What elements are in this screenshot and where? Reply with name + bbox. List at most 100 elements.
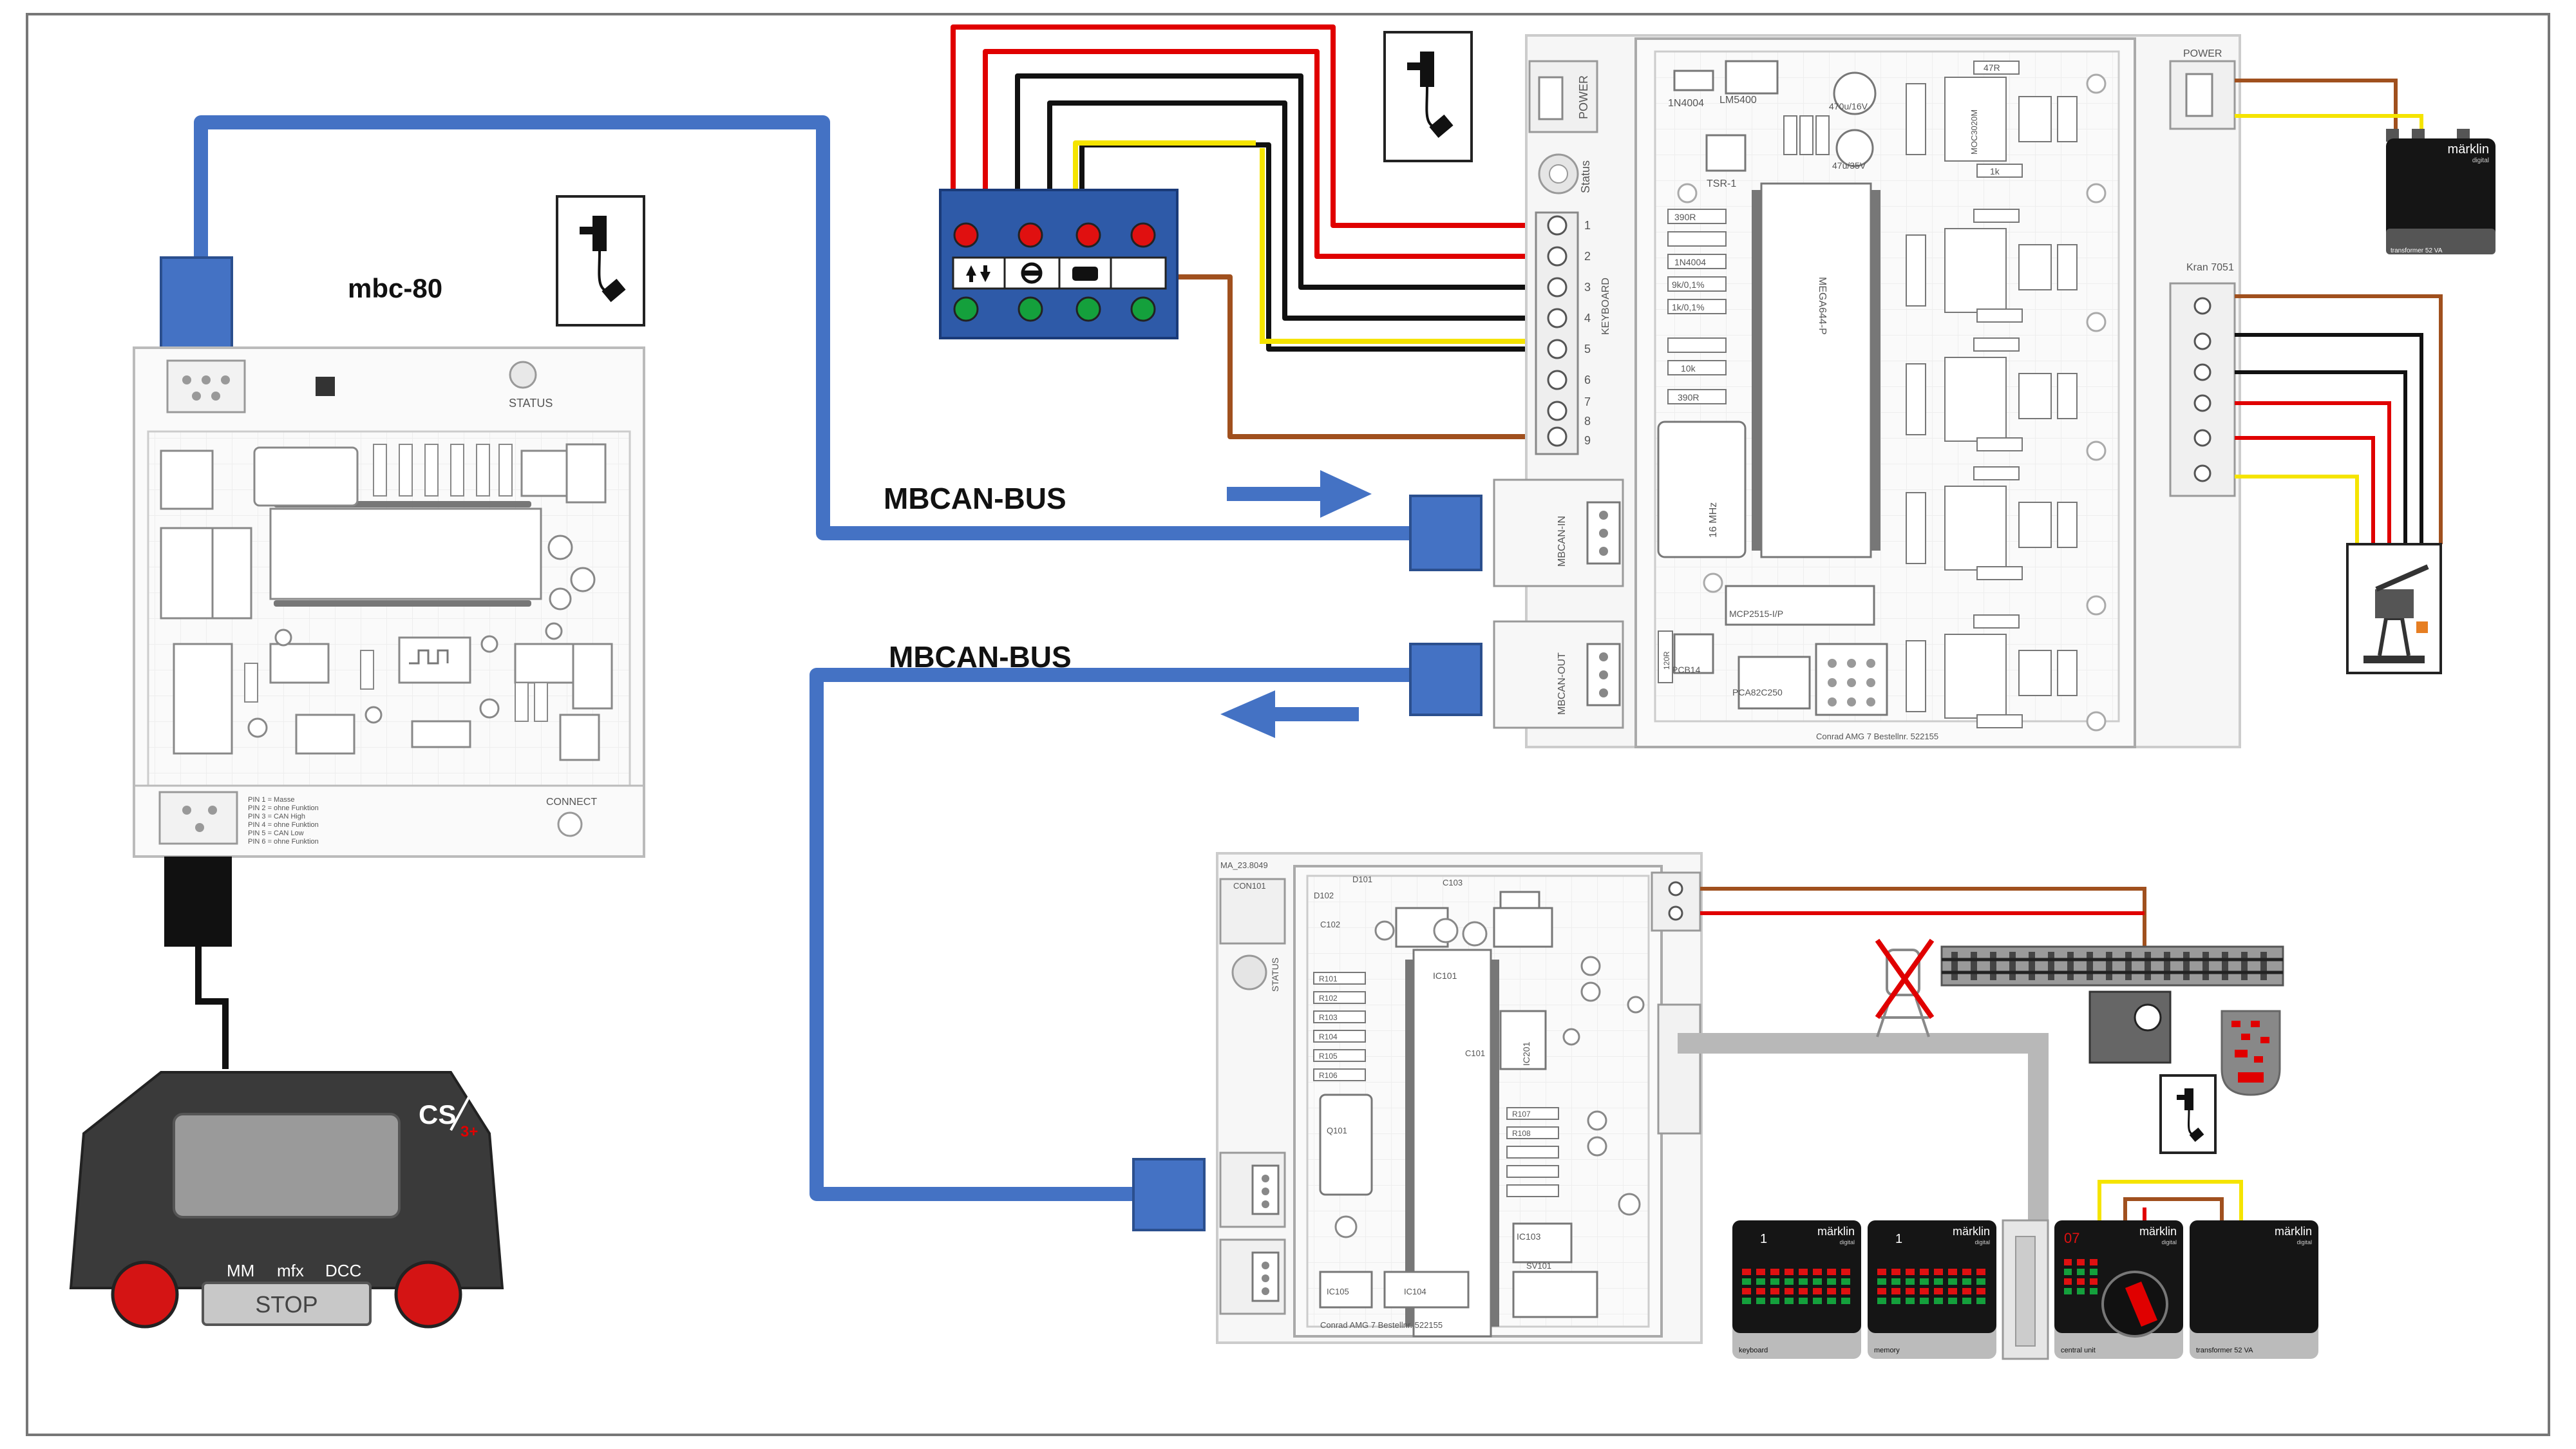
decoder-r105: R105 [1319, 1052, 1338, 1061]
part-cap-470u: 470u/16V [1829, 101, 1868, 111]
memory-number: 1 [1895, 1232, 1902, 1246]
decoder-c102: C102 [1320, 920, 1340, 929]
track [1940, 945, 2284, 987]
part-9k: 9k/0,1% [1672, 279, 1705, 290]
yellow-wire [1260, 148, 1558, 344]
pin-note-4: PIN 4 = ohne Funktion [248, 821, 319, 829]
memory-brand: märklin [1953, 1225, 1990, 1238]
turntable-motor [2088, 990, 2172, 1064]
part-390r-b: 390R [1678, 392, 1699, 402]
mbc80-label: mbc-80 [348, 273, 442, 303]
power-adapter-icon [1383, 31, 1473, 162]
pin-note-3: PIN 3 = CAN High [248, 813, 305, 820]
decoder-ic101: IC101 [1433, 971, 1457, 981]
left-knob[interactable] [111, 1260, 179, 1329]
transformer-52va: märklin digital transformer 52 VA [2386, 129, 2496, 254]
decoder-status-label: STATUS [1270, 958, 1280, 992]
part-1n4004: 1N4004 [1668, 98, 1704, 109]
right-power-label: POWER [2183, 48, 2222, 59]
cs3-logo: CS [419, 1099, 456, 1130]
panel-green-button-2[interactable] [1018, 296, 1043, 322]
part-tsr1: TSR-1 [1707, 178, 1736, 189]
cs3-screen [173, 1113, 401, 1218]
cs3-plug [164, 857, 232, 947]
kran-label: Kran 7051 [2186, 262, 2234, 273]
transformer-digital: digital [2472, 157, 2489, 164]
keyboard-number: 1 [1760, 1232, 1767, 1246]
panel-red-button-2[interactable] [1018, 222, 1043, 248]
panel-wires [951, 24, 1558, 439]
right-terminals: POWER Kran 7051 [2169, 48, 2236, 497]
central-number: 07 [2064, 1230, 2079, 1246]
bus-cable-in [194, 115, 1417, 540]
mode-mm-label: MM [227, 1261, 254, 1280]
decoder-board: MA_23.8049 CON101 STATUS IC101 IC201 IC1… [1216, 852, 1703, 1344]
decoder-ic201: IC201 [1521, 1041, 1531, 1066]
panel-green-button-3[interactable] [1075, 296, 1101, 322]
pin-note-1: PIN 1 = Masse [248, 796, 294, 804]
decoder-c101: C101 [1465, 1048, 1485, 1058]
panel-red-button-1[interactable] [953, 222, 979, 248]
mbcan-in-label: MBCAN-IN [1557, 516, 1567, 567]
part-cap-47u: 47u/35V [1832, 160, 1866, 171]
part-1k-out: 1k [1990, 166, 2000, 176]
panel-red-button-3[interactable] [1075, 222, 1101, 248]
decoder-r108: R108 [1512, 1129, 1531, 1138]
mbc80-connect-label: CONNECT [546, 797, 597, 808]
stop-button[interactable] [202, 1282, 372, 1326]
bus-cable-out [810, 668, 1417, 1201]
part-mcu: MEGA644-P [1817, 277, 1828, 335]
pin-1: 1 [1584, 219, 1591, 232]
part-120r: 120R [1662, 651, 1671, 670]
panel-green-button-1[interactable] [953, 296, 979, 322]
pin-5: 5 [1584, 343, 1591, 355]
mode-mfx-label: mfx [277, 1261, 304, 1280]
decoder-footer: Conrad AMG 7 Bestellnr. 522155 [1320, 1320, 1443, 1330]
keyboard-caption: keyboard [1739, 1347, 1768, 1354]
transformer2-brand: märklin [2275, 1225, 2312, 1238]
remote-control-icon [2221, 1010, 2281, 1096]
pin-note-6: PIN 6 = ohne Funktion [248, 838, 319, 846]
keyboard-status-label: Status [1579, 160, 1592, 193]
signal-icon [966, 265, 990, 282]
keyboard-board: POWER Status 1 2 3 4 5 6 7 8 9 KEYBOARD … [1493, 34, 2241, 748]
part-390r-a: 390R [1674, 212, 1696, 222]
decoder-sv101: SV101 [1526, 1261, 1551, 1271]
decoder-r101: R101 [1319, 974, 1338, 983]
panel-green-button-4[interactable] [1130, 296, 1156, 322]
pin-7: 7 [1584, 395, 1591, 408]
transformer-caption: transformer 52 VA [2391, 247, 2443, 254]
part-pca82c250: PCA82C250 [1732, 687, 1783, 697]
decoder-ic103: IC103 [1517, 1231, 1541, 1242]
marklin-modules: 1 märklin digital keyboard 1 märklin dig… [1732, 1180, 2318, 1360]
transformer2-digital: digital [2297, 1239, 2312, 1245]
pin-note-2: PIN 2 = ohne Funktion [248, 804, 319, 812]
part-crystal: 16 MHz [1708, 502, 1719, 538]
decoder-r107: R107 [1512, 1110, 1531, 1119]
ribbon-cable [1678, 1033, 2049, 1227]
keyboard-can-in-plug [1409, 495, 1482, 571]
keyboard-digital: digital [1839, 1239, 1855, 1245]
pin-2: 2 [1584, 250, 1591, 263]
mbcan-bus-cables [194, 115, 1417, 1201]
decoder-can-plug [1132, 1158, 1206, 1231]
no-train-icon [1875, 938, 1935, 1037]
outer-frame [26, 13, 2550, 1436]
decoder-q101: Q101 [1327, 1126, 1347, 1135]
pin-3: 3 [1584, 281, 1591, 294]
part-10k: 10k [1681, 363, 1696, 374]
output-channels [1906, 61, 2078, 728]
crane-wires [2235, 294, 2443, 544]
power-adapter-icon [2159, 1074, 2217, 1154]
decoder-d101: D101 [1352, 875, 1372, 884]
right-knob[interactable] [394, 1260, 462, 1329]
mode-dcc-label: DCC [325, 1261, 361, 1280]
decoder-r106: R106 [1319, 1071, 1338, 1080]
decoder-r102: R102 [1319, 994, 1338, 1003]
arrow-right-icon [1227, 470, 1372, 518]
central-caption: central unit [2061, 1347, 2096, 1354]
tunnel-icon [1072, 267, 1098, 281]
crane-icon [2346, 543, 2442, 674]
panel-red-button-4[interactable] [1130, 222, 1156, 248]
